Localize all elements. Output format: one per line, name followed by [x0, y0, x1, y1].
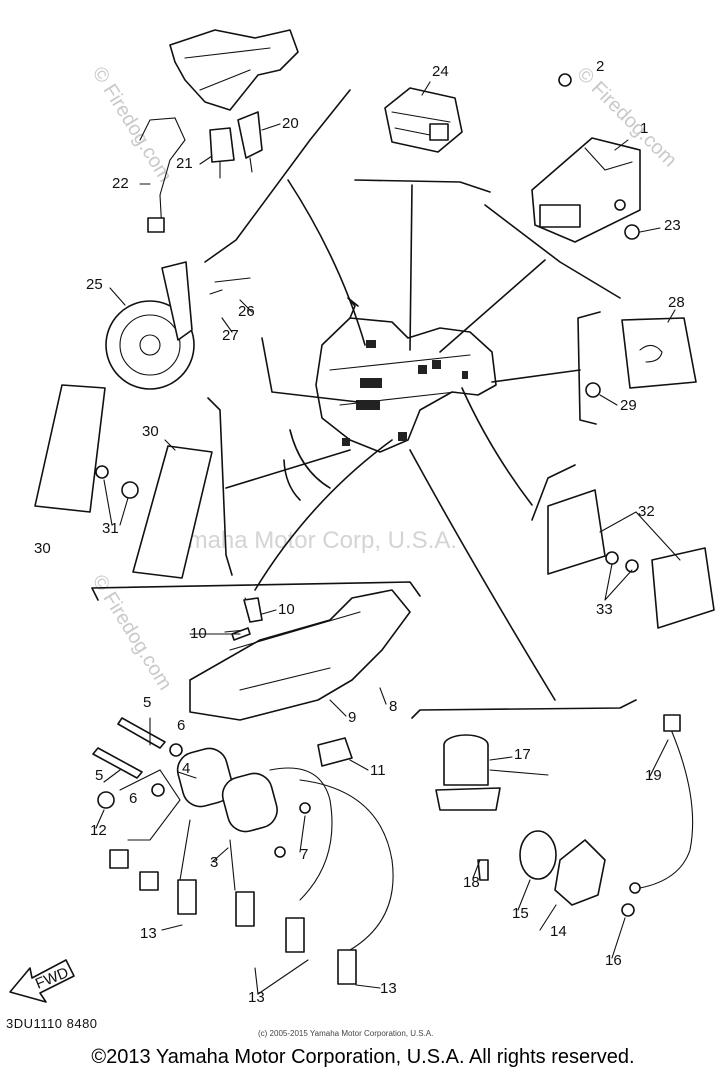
callout-28: 28: [668, 294, 685, 311]
callout-24: 24: [432, 63, 449, 80]
callout-18: 18: [463, 874, 480, 891]
callout-6a: 6: [177, 717, 185, 734]
horn-25: [105, 261, 251, 390]
hardware: [92, 597, 353, 858]
callout-13c: 13: [380, 980, 397, 997]
nut-23: [624, 224, 640, 240]
callout-30a: 30: [142, 423, 159, 440]
callout-14: 14: [550, 923, 567, 940]
watermark-firedog-mid-left: © Firedog.com: [88, 571, 176, 694]
turn-signal-32: [547, 489, 715, 629]
callout-5b: 5: [95, 767, 103, 784]
callout-27: 27: [222, 327, 239, 344]
callout-5a: 5: [143, 694, 151, 711]
callout-17: 17: [514, 746, 531, 763]
sender-14: [519, 830, 635, 917]
diagram-code: 3DU1110 8480: [6, 1016, 98, 1031]
callout-1: 1: [640, 120, 648, 137]
neutral-switch-assembly: [139, 29, 299, 233]
watermark-main: Yamaha Motor Corp, U.S.A.: [160, 527, 457, 554]
callout-10a: 10: [278, 601, 295, 618]
copyright-notice: ©2013 Yamaha Motor Corporation, U.S.A. A…: [91, 1046, 635, 1068]
callout-12: 12: [90, 822, 107, 839]
reflector-28: [621, 317, 697, 389]
frame-outline: [283, 297, 497, 501]
callout-15: 15: [512, 905, 529, 922]
callout-25: 25: [86, 276, 103, 293]
cable-19: [629, 714, 694, 894]
callout-3: 3: [210, 854, 218, 871]
cover-9: [189, 589, 411, 721]
cdi-unit-1: [531, 73, 641, 243]
fwd-label: FWD: [33, 964, 71, 993]
callout-26: 26: [238, 303, 255, 320]
callout-16: 16: [605, 952, 622, 969]
callout-6b: 6: [129, 790, 137, 807]
sensor-17: [435, 734, 549, 881]
callout-9: 9: [348, 709, 356, 726]
watermark-firedog-top-left: © Firedog.com: [88, 63, 176, 186]
callout-33: 33: [596, 601, 613, 618]
callout-19: 19: [645, 767, 662, 784]
callout-7: 7: [300, 846, 308, 863]
callout-23: 23: [664, 217, 681, 234]
callout-13a: 13: [140, 925, 157, 942]
callout-20: 20: [282, 115, 299, 132]
callout-labels: 1 2 3 4 5 5 6 6 7 8 9 10 10 11 12 13 13 …: [34, 58, 685, 1006]
ignition-coils: [109, 747, 394, 985]
callout-13b: 13: [248, 989, 265, 1006]
nut-29: [585, 382, 601, 398]
inner-copyright: (c) 2005-2015 Yamaha Motor Corporation, …: [258, 1029, 434, 1038]
callout-ticks: [95, 81, 681, 995]
callout-32: 32: [638, 503, 655, 520]
callout-2: 2: [596, 58, 604, 75]
callout-29: 29: [620, 397, 637, 414]
side-reflectors-30: [34, 384, 213, 579]
leader-lines: [91, 89, 637, 719]
callout-21: 21: [176, 155, 193, 172]
callout-22: 22: [112, 175, 129, 192]
callout-4: 4: [182, 760, 190, 777]
callout-11: 11: [370, 762, 386, 779]
callout-8: 8: [389, 698, 397, 715]
callout-30b: 30: [34, 540, 51, 557]
callout-31: 31: [102, 520, 119, 537]
forward-arrow: FWD: [9, 959, 75, 1003]
relay-24: [384, 87, 463, 153]
